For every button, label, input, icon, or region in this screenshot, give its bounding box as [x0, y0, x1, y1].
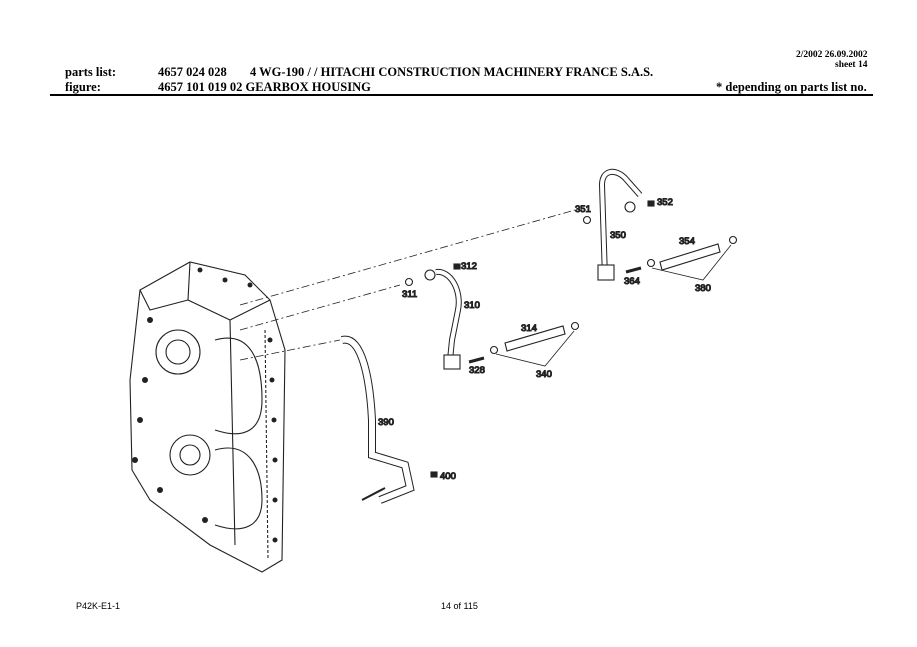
o-ring-351 — [582, 215, 592, 225]
o-ring-380a — [646, 258, 656, 268]
gearbox-housing — [129, 261, 286, 573]
pipe-390 — [341, 335, 415, 504]
callout-354: 354 — [679, 236, 695, 247]
revision-date: 2/2002 26.09.2002 — [796, 50, 868, 60]
callout-400: 400 — [440, 471, 456, 482]
callout-351: 351 — [575, 204, 591, 215]
plug-312 — [453, 263, 461, 270]
callout-312: 312 — [461, 261, 477, 272]
bolt-364 — [625, 266, 642, 274]
tube-314 — [504, 325, 566, 352]
figure-label: figure: — [65, 80, 101, 94]
leader-380 — [651, 244, 732, 281]
plug-352 — [647, 200, 655, 207]
callout-380: 380 — [695, 283, 711, 294]
center-lines — [239, 209, 576, 361]
o-ring-380b — [728, 235, 738, 245]
parts-note: * depending on parts list no. — [716, 80, 867, 94]
o-ring-340a — [489, 345, 499, 355]
o-ring-311 — [404, 277, 414, 287]
tube-354 — [659, 243, 721, 271]
callout-310: 310 — [464, 300, 480, 311]
callout-340: 340 — [536, 369, 552, 380]
pipe-350 — [597, 168, 643, 281]
callout-364: 364 — [624, 276, 640, 287]
pipe-310 — [424, 268, 462, 370]
callout-350: 350 — [610, 230, 626, 241]
page-number: 14 of 115 — [441, 601, 478, 611]
parts-list-description: 4 WG-190 / / HITACHI CONSTRUCTION MACHIN… — [250, 65, 654, 79]
header-rule — [50, 94, 873, 96]
parts-list-number: 4657 024 028 — [158, 65, 227, 79]
callout-390: 390 — [378, 417, 394, 428]
footer-code: P42K-E1-1 — [76, 601, 121, 611]
parts-list-label: parts list: — [65, 65, 117, 79]
leader-340 — [495, 330, 575, 367]
plug-400 — [430, 471, 438, 478]
o-ring-340b — [570, 321, 580, 331]
sheet-number: sheet 14 — [835, 60, 868, 70]
callout-311: 311 — [402, 289, 417, 300]
callout-352: 352 — [657, 197, 673, 208]
figure-title: 4657 101 019 02 GEARBOX HOUSING — [158, 80, 371, 94]
bolt-328 — [468, 356, 485, 364]
callout-314: 314 — [521, 323, 537, 334]
callout-328: 328 — [469, 365, 485, 376]
